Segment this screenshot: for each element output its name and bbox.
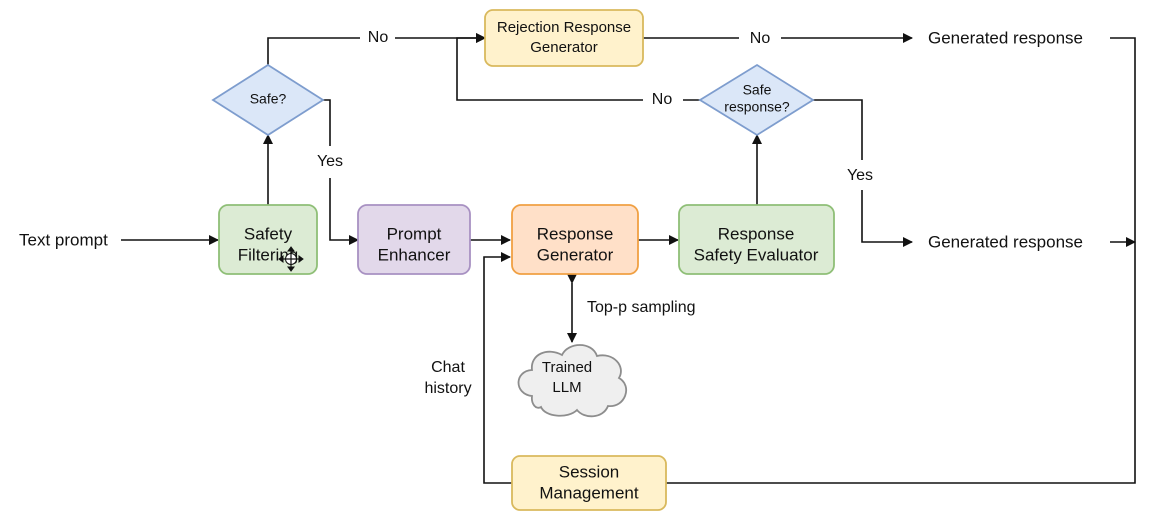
node-session-management-label-line-1: Session	[559, 462, 619, 481]
node-rejection-response-generator-label-line-1: Rejection Response	[497, 19, 631, 36]
decision-safe-response	[698, 63, 815, 137]
node-prompt-enhancer	[357, 204, 471, 275]
decision-safe	[211, 63, 325, 137]
edge-label-top-p-sampling: Top-p sampling	[587, 299, 696, 316]
node-rejection-response-generator	[484, 9, 644, 67]
decision-safe-label: Safe?	[250, 91, 287, 107]
node-response-generator	[511, 204, 639, 275]
edge-safe-response-yes-to-generated-response	[813, 99, 912, 242]
node-session-management	[511, 455, 667, 511]
edge-generated-response-to-session-management	[666, 37, 1135, 484]
move-cursor-icon	[278, 246, 304, 272]
decision-safe-response-label-line-1: Safe	[743, 82, 772, 98]
output-generated-response-top: Generated response	[928, 28, 1083, 47]
decision-safe-response-label-line-2: response?	[724, 99, 790, 115]
trained-llm-label-line-2: LLM	[552, 379, 581, 396]
edge-safe-yes-to-prompt-enhancer	[323, 99, 358, 240]
node-rejection-response-generator-label-line-2: Generator	[530, 39, 598, 56]
edge-label-chat-history-line-2: history	[424, 380, 471, 397]
node-prompt-enhancer-label-line-2: Enhancer	[378, 245, 451, 264]
edge-label-safe-yes: Yes	[317, 153, 343, 170]
node-response-safety-evaluator-label-line-2: Safety Evaluator	[694, 245, 819, 264]
node-safety-filtering-label-line-1: Safety	[244, 224, 293, 243]
node-response-generator-label-line-1: Response	[537, 224, 614, 243]
edge-label-rejection-no: No	[750, 30, 771, 47]
edge-session-management-chat-history-to-response-generator	[483, 252, 512, 484]
node-prompt-enhancer-label-line-1: Prompt	[387, 224, 442, 243]
node-response-generator-label-line-2: Generator	[537, 245, 614, 264]
edge-label-safe-response-no: No	[652, 91, 673, 108]
node-session-management-label-line-2: Management	[539, 483, 639, 502]
output-generated-response-bottom: Generated response	[928, 232, 1083, 251]
node-response-safety-evaluator-label-line-1: Response	[718, 224, 795, 243]
edge-safe-response-no-to-rejection-generator	[456, 38, 700, 101]
trained-llm-label-line-1: Trained	[542, 359, 592, 376]
edge-label-safe-no: No	[368, 29, 389, 46]
node-response-safety-evaluator	[678, 204, 835, 275]
input-text-prompt: Text prompt	[19, 230, 108, 249]
trained-llm-cloud: Trained LLM	[517, 344, 628, 418]
edge-label-safe-response-yes: Yes	[847, 167, 873, 184]
edge-label-chat-history-line-1: Chat	[431, 359, 465, 376]
